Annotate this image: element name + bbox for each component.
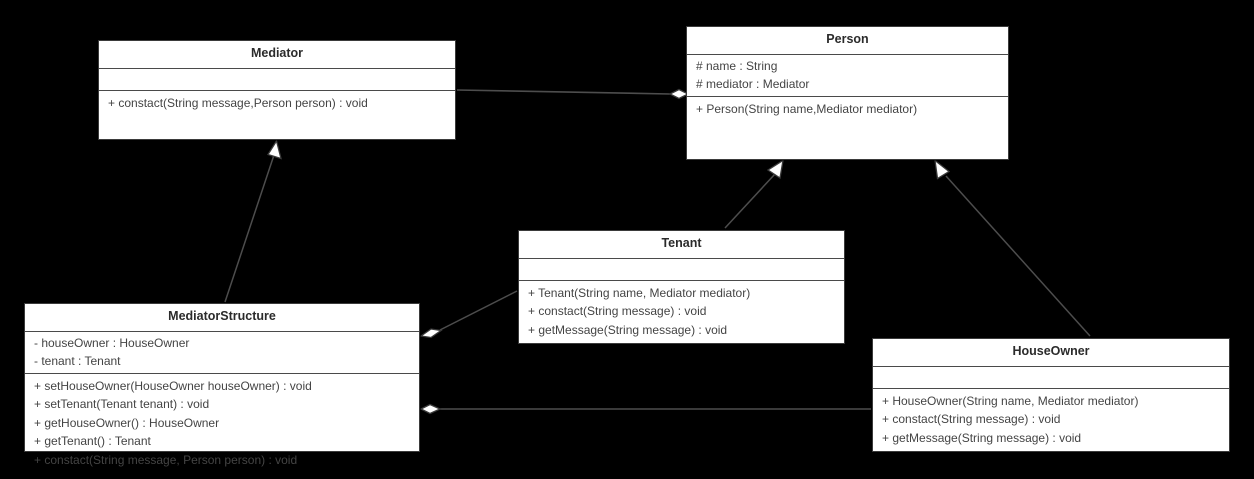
class-methods-mediatorstructure: + setHouseOwner(HouseOwner houseOwner) :… — [25, 374, 419, 474]
class-member: + setHouseOwner(HouseOwner houseOwner) :… — [34, 378, 312, 393]
class-methods-person: + Person(String name,Mediator mediator) — [687, 97, 1008, 159]
class-member: - tenant : Tenant — [34, 354, 121, 369]
class-member: # mediator : Mediator — [696, 77, 810, 92]
class-box-houseowner[interactable]: HouseOwner + HouseOwner(String name, Med… — [872, 338, 1230, 452]
class-attributes-mediatorstructure: - houseOwner : HouseOwner - tenant : Ten… — [25, 332, 419, 374]
class-box-tenant[interactable]: Tenant + Tenant(String name, Mediator me… — [518, 230, 845, 344]
class-box-mediatorstructure[interactable]: MediatorStructure - houseOwner : HouseOw… — [24, 303, 420, 467]
class-attributes-mediator — [99, 69, 455, 91]
class-methods-mediator: + constact(String message,Person person)… — [99, 91, 455, 139]
class-name-mediatorstructure: MediatorStructure — [25, 304, 419, 332]
class-member: + constact(String message) : void — [528, 304, 707, 319]
class-member: # name : String — [696, 58, 778, 73]
class-member: + getMessage(String message) : void — [528, 322, 728, 337]
class-name-houseowner: HouseOwner — [873, 339, 1229, 367]
edge-tenant-to-person — [724, 159, 784, 229]
class-methods-houseowner: + HouseOwner(String name, Mediator media… — [873, 389, 1229, 452]
class-name-person: Person — [687, 27, 1008, 55]
edge-houseowner-to-person — [934, 158, 1091, 337]
class-member: - houseOwner : HouseOwner — [34, 335, 190, 350]
edge-mediatorstructure-to-tenant — [419, 290, 518, 339]
class-member: + HouseOwner(String name, Mediator media… — [882, 393, 1139, 408]
edge-mediatorstructure-to-houseowner — [419, 403, 871, 415]
class-attributes-houseowner — [873, 367, 1229, 389]
class-methods-tenant: + Tenant(String name, Mediator mediator)… — [519, 281, 844, 344]
class-name-tenant: Tenant — [519, 231, 844, 259]
class-member: + Person(String name,Mediator mediator) — [696, 101, 918, 116]
class-attributes-tenant — [519, 259, 844, 281]
class-name-mediator: Mediator — [99, 41, 455, 69]
class-attributes-person: # name : String # mediator : Mediator — [687, 55, 1008, 97]
class-member: + getHouseOwner() : HouseOwner — [34, 415, 220, 430]
class-member: + Tenant(String name, Mediator mediator) — [528, 285, 751, 300]
edge-mediator-to-person — [456, 88, 690, 100]
class-member: + constact(String message) : void — [882, 412, 1061, 427]
class-member: + getMessage(String message) : void — [882, 430, 1082, 445]
class-member: + setTenant(Tenant tenant) : void — [34, 397, 210, 412]
class-box-person[interactable]: Person # name : String # mediator : Medi… — [686, 26, 1009, 160]
class-member: + getTenant() : Tenant — [34, 434, 151, 449]
class-box-mediator[interactable]: Mediator + constact(String message,Perso… — [98, 40, 456, 140]
class-member: + constact(String message,Person person)… — [108, 95, 368, 110]
edge-mediatorstructure-to-mediator — [224, 139, 282, 303]
class-member: + constact(String message, Person person… — [34, 453, 298, 468]
